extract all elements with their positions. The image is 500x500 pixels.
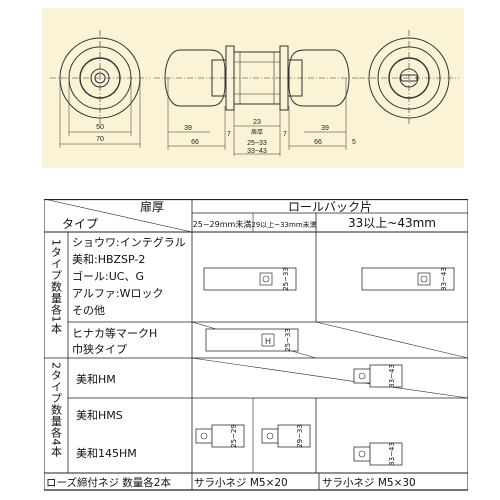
key-tag-29-33: 29~33	[296, 424, 304, 448]
spec-table: 扉厚 タイプ ロールバック片 25~29mm未満 29以上~33mm未満 33以…	[44, 199, 468, 491]
header-range-25-29: 25~29mm未満	[193, 219, 252, 229]
key-tag-hm-33-43: 33~43	[388, 364, 396, 388]
table-grid	[44, 199, 468, 491]
key-tag-25-29: 25~29	[230, 424, 238, 448]
row-miwa-hm: 美和HM	[76, 373, 116, 386]
row-miwa-hms: 美和HMS	[76, 409, 123, 422]
rollback-plate-narrow: H	[205, 328, 299, 352]
dim-7-left: 7	[227, 131, 231, 138]
drawing-background	[42, 8, 464, 168]
dim-23: 23	[253, 119, 261, 126]
technical-drawing: 50 70 39 66 7 23 扉厚 25~33 33~43 7 39 66 …	[42, 8, 464, 168]
key-tag-145hm-33-43: 33~43	[388, 442, 396, 466]
group2-side-label: 2タイプ数量各4本	[50, 362, 63, 458]
group1-side-label: 1タイプ数量各1本	[50, 239, 63, 335]
plate-tag-25-33: 25~33	[282, 267, 290, 291]
svg-text:H: H	[265, 337, 271, 346]
row1-item-0: ショウワ:インテグラル	[72, 235, 186, 249]
dim-70: 70	[96, 136, 104, 143]
plate-tag-33-43: 33~43	[440, 267, 448, 291]
dim-66-right: 66	[314, 139, 322, 146]
header-type: タイプ	[62, 217, 98, 231]
dim-5: 5	[352, 139, 356, 146]
dim-7-right: 7	[283, 131, 287, 138]
header-range-33-43: 33以上~43mm	[348, 216, 436, 230]
row1-item-4: その他	[72, 304, 105, 317]
dim-door-thickness: 扉厚	[251, 128, 263, 136]
header-rollback: ロールバック片	[288, 200, 372, 214]
plate-tag-narrow: 25~33	[284, 328, 292, 352]
row-miwa-145hm: 美和145HM	[76, 447, 137, 460]
row1-item-2: ゴール:UC、G	[72, 269, 144, 283]
header-range-29-33: 29以上~33mm未満	[251, 220, 316, 229]
header-door-thickness: 扉厚	[140, 200, 164, 214]
dim-39-left: 39	[184, 125, 192, 132]
dim-39-right: 39	[321, 125, 329, 132]
dim-33-43: 33~43	[247, 148, 267, 155]
front-view-right	[359, 30, 459, 126]
side-view	[154, 45, 360, 156]
dim-66-left: 66	[191, 139, 199, 146]
front-view-left	[50, 30, 150, 148]
dim-25-33: 25~33	[247, 140, 267, 147]
row1-item-3: アルファ:Wロック	[72, 287, 163, 300]
row2-item-0: ヒナカ等マークH	[72, 326, 157, 340]
footer-screw-m5x30: サラ小ネジ M5×30	[322, 477, 416, 489]
row2-item-1: 巾狭タイプ	[72, 342, 127, 356]
footer-screw-m5x20: サラ小ネジ M5×20	[194, 477, 288, 489]
row1-item-1: 美和:HBZSP-2	[72, 253, 145, 266]
dim-50: 50	[96, 124, 104, 131]
footer-screw-label: ローズ締付ネジ 数量各2本	[46, 476, 171, 489]
